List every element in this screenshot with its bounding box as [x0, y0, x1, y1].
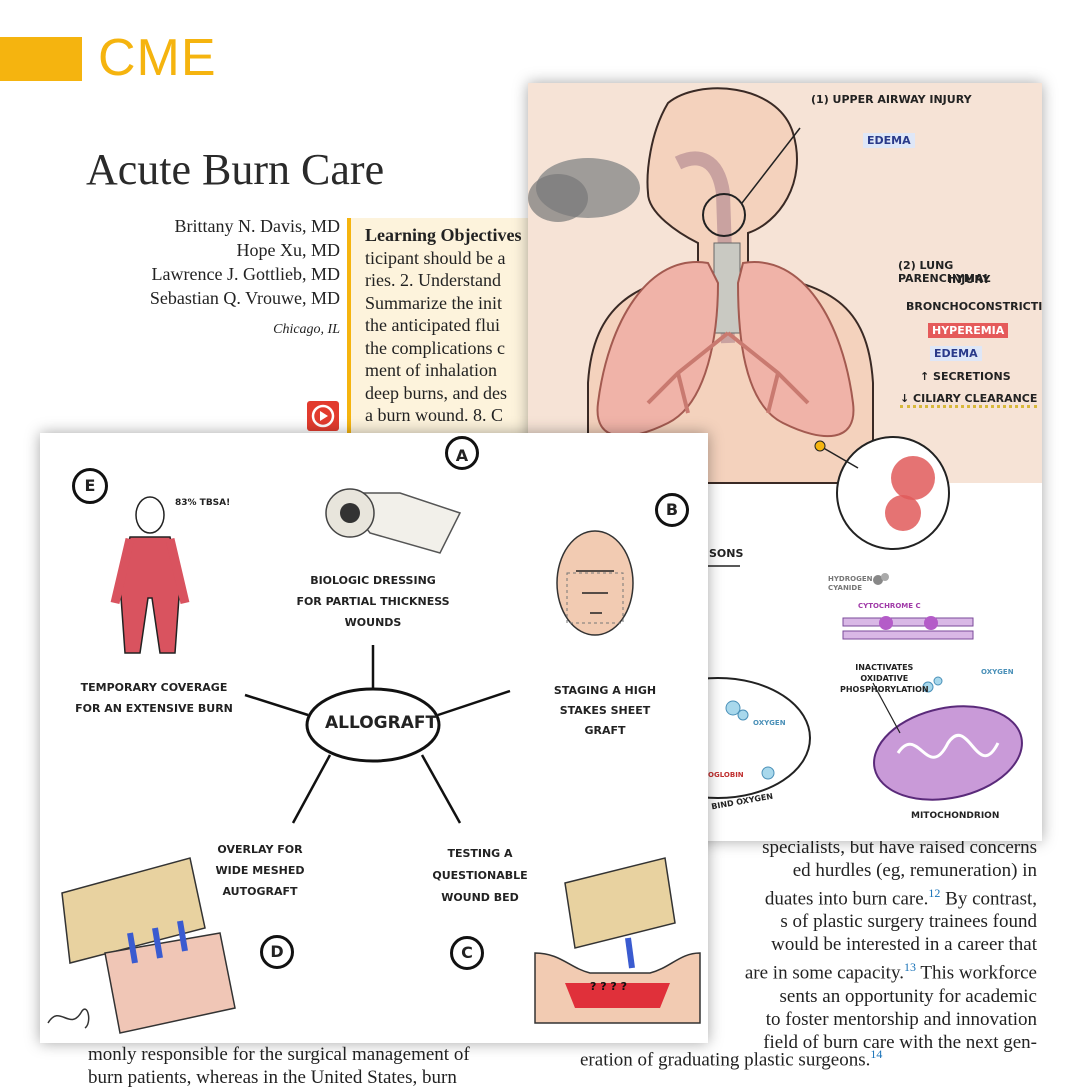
- secretions-label: ↑ SECRETIONS: [920, 370, 1011, 383]
- face-illustration: [556, 530, 634, 636]
- text-line: field of burn care with the next gen-: [763, 1031, 1037, 1053]
- objectives-line: a burn wound. 8. C: [365, 405, 503, 425]
- objectives-line: deep burns, and des: [365, 382, 507, 403]
- objectives-line: ment of inhalation: [365, 360, 497, 380]
- letter-c-badge: C: [450, 936, 484, 970]
- oxygen-label: OXYGEN: [981, 668, 1014, 676]
- objectives-line: ries. 2. Understand: [365, 270, 501, 290]
- inhalation-injury-figure: (1) UPPER AIRWAY INJURY EDEMA (2) LUNG P…: [528, 83, 1042, 841]
- letter-b-badge: B: [655, 493, 689, 527]
- author-location: Chicago, IL: [273, 322, 340, 337]
- objectives-line: the complications c: [365, 337, 505, 358]
- oxygen-label: OXYGEN: [753, 719, 786, 727]
- text-line: to foster mentorship and innovation: [765, 1008, 1037, 1030]
- objectives-line: ticipant should be a: [365, 247, 506, 268]
- letter-d-badge: D: [260, 935, 294, 969]
- section-label: CME: [98, 29, 217, 87]
- ciliary-clearance-label: ↓ CILIARY CLEARANCE: [900, 392, 1038, 408]
- reference-link[interactable]: 14: [870, 1047, 883, 1061]
- body-text-left: monly responsible for the surgical manag…: [88, 1043, 548, 1089]
- text-line: specialists, but have raised concerns: [762, 837, 1037, 858]
- text-line: burn patients, whereas in the United Sta…: [88, 1067, 457, 1088]
- text-line: monly responsible for the surgical manag…: [88, 1044, 470, 1065]
- text-line: ed hurdles (eg, remuneration) in: [792, 860, 1037, 881]
- author-name: Brittany N. Davis, MD: [174, 216, 341, 236]
- author-name: Lawrence J. Gottlieb, MD: [151, 264, 340, 284]
- cytochrome-label: CYTOCHROME C: [858, 602, 921, 610]
- wound-question-marks: ? ? ? ?: [590, 980, 628, 993]
- objectives-line: Summarize the init: [365, 292, 502, 313]
- wound-bed-illustration: [534, 857, 701, 1024]
- text-line: duates into burn care.12 By contrast,: [764, 886, 1037, 910]
- section-color-bar: [0, 37, 82, 81]
- marker-2: (2) LUNG PARENCHYMAL: [898, 259, 991, 285]
- learning-objectives-heading: Learning Objectives: [365, 225, 522, 245]
- edema-label-2: EDEMA: [930, 346, 982, 361]
- mitochondrion-label: MITOCHONDRION: [911, 811, 1000, 821]
- lung-parenchymal-label: INJURY: [948, 273, 991, 286]
- upper-airway-label: UPPER AIRWAY INJURY: [832, 93, 972, 106]
- author-list: Brittany N. Davis, MD Hope Xu, MD Lawren…: [150, 214, 340, 342]
- letter-e-badge: E: [72, 468, 108, 504]
- author-name: Hope Xu, MD: [236, 240, 341, 260]
- text-line: sents an opportunity for academic: [779, 985, 1037, 1007]
- objectives-line: the anticipated flui: [365, 315, 500, 335]
- reference-link[interactable]: 13: [903, 960, 916, 975]
- bronchoconstriction-label: BRONCHOCONSTRICTION: [906, 300, 1042, 313]
- author-name: Sebastian Q. Vrouwe, MD: [149, 288, 340, 308]
- reference-link[interactable]: 12: [928, 886, 941, 900]
- body-illustration: [110, 496, 190, 654]
- hyperemia-label: HYPEREMIA: [928, 323, 1009, 338]
- body-text-right-last: eration of graduating plastic surgeons.1…: [580, 1047, 883, 1071]
- text-line: s of plastic surgery trainees found: [780, 911, 1037, 933]
- letter-a-badge: A: [445, 436, 479, 470]
- text-line: would be interested in a career that: [771, 934, 1037, 956]
- video-play-icon[interactable]: [307, 401, 339, 431]
- gauze-roll-illustration: [325, 488, 462, 554]
- center-label: ALLOGRAFT: [325, 713, 438, 733]
- hemoglobin-label: OGLOBIN: [708, 771, 744, 779]
- text-line: are in some capacity.13 This workforce: [744, 960, 1037, 984]
- tbsa-label: 83% TBSA!: [175, 498, 231, 508]
- section-heading-fragment: SONS: [709, 547, 744, 560]
- edema-label-1: EDEMA: [863, 133, 915, 148]
- marker-1: (1) UPPER AIRWAY INJURY: [811, 93, 972, 106]
- meshed-graft-illustration: [61, 857, 236, 1034]
- article-title: Acute Burn Care: [86, 145, 385, 194]
- body-text-right: specialists, but have raised concerns ed…: [700, 836, 1037, 1054]
